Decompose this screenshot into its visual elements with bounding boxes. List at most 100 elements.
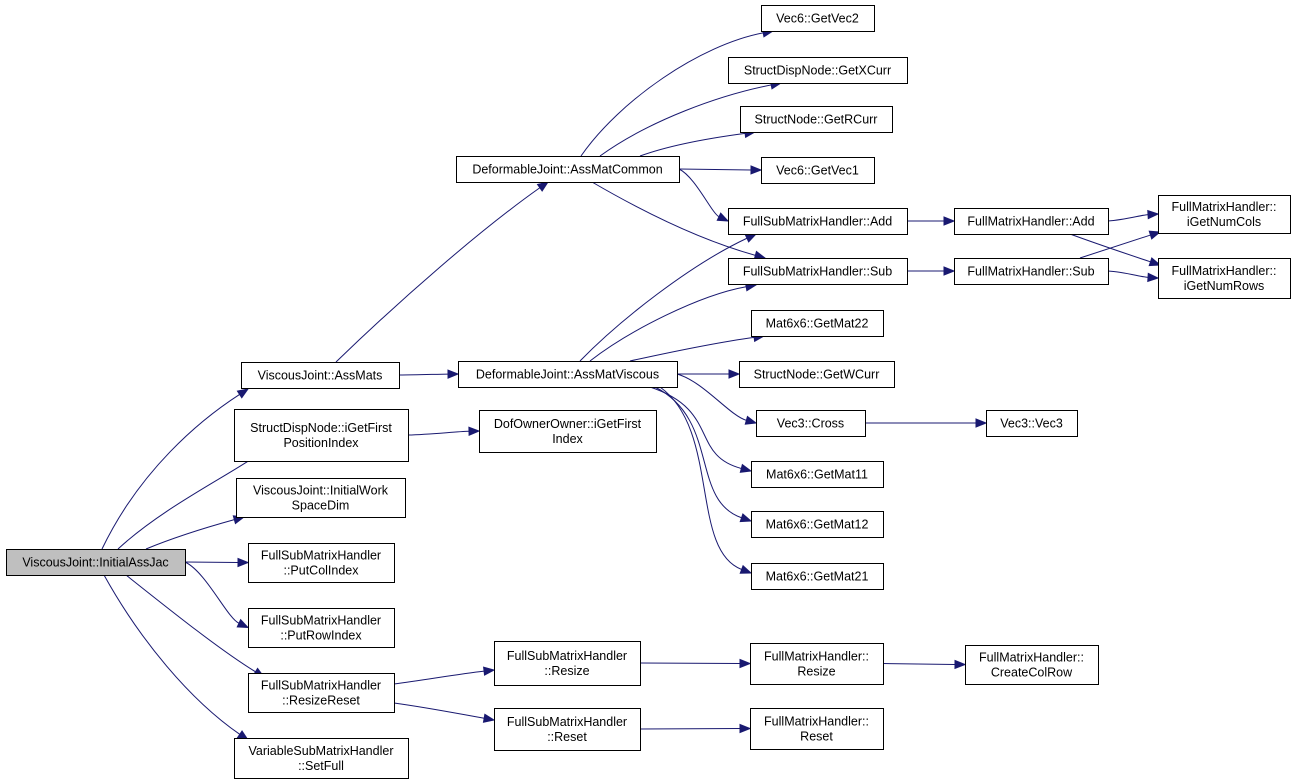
node-label: FullMatrixHandler::: [1172, 264, 1277, 278]
node-box[interactable]: [751, 563, 884, 590]
edge-line: [580, 32, 764, 157]
node-box[interactable]: [751, 461, 884, 488]
node-box[interactable]: [458, 361, 678, 388]
node-resizereset[interactable]: FullSubMatrixHandler::ResizeReset: [248, 673, 395, 713]
node-box[interactable]: [728, 57, 908, 84]
node-fullresize[interactable]: FullMatrixHandler::Resize: [750, 643, 884, 685]
node-box[interactable]: [728, 258, 908, 285]
node-getvec1[interactable]: Vec6::GetVec1: [761, 157, 875, 184]
arrowhead: [1148, 230, 1162, 240]
node-numrows[interactable]: FullMatrixHandler::iGetNumRows: [1158, 258, 1291, 299]
node-box[interactable]: [234, 409, 409, 462]
node-label: DeformableJoint::AssMatViscous: [476, 368, 659, 382]
node-asscommon[interactable]: DeformableJoint::AssMatCommon: [456, 156, 680, 183]
node-box[interactable]: [494, 708, 641, 751]
arrowhead: [744, 415, 758, 425]
arrowhead: [739, 564, 753, 574]
edge-line: [882, 663, 956, 665]
node-getmat21[interactable]: Mat6x6::GetMat21: [751, 563, 884, 590]
arrowhead: [447, 369, 460, 379]
node-box[interactable]: [248, 673, 395, 713]
node-getwcurr[interactable]: StructNode::GetWCurr: [739, 361, 895, 388]
node-box[interactable]: [954, 208, 1109, 235]
node-subreset[interactable]: FullSubMatrixHandler::Reset: [494, 708, 641, 751]
node-box[interactable]: [750, 708, 884, 750]
arrowhead: [943, 216, 956, 226]
node-box[interactable]: [986, 410, 1078, 437]
arrowhead: [236, 618, 250, 629]
node-vec3[interactable]: Vec3::Vec3: [986, 410, 1078, 437]
node-subadd[interactable]: FullSubMatrixHandler::Add: [728, 208, 908, 235]
arrowhead: [750, 165, 763, 175]
node-label: FullMatrixHandler::: [764, 715, 869, 729]
node-box[interactable]: [739, 361, 895, 388]
node-subsub[interactable]: FullSubMatrixHandler::Sub: [728, 258, 908, 285]
node-label: FullMatrixHandler::: [979, 651, 1084, 665]
node-box[interactable]: [241, 362, 400, 389]
node-fulladd[interactable]: FullMatrixHandler::Add: [954, 208, 1109, 235]
edge-fulladd-to-numcols: [1107, 209, 1160, 222]
node-box[interactable]: [494, 641, 641, 686]
node-assviscous[interactable]: DeformableJoint::AssMatViscous: [458, 361, 678, 388]
node-box[interactable]: [248, 608, 395, 648]
edge-line: [393, 670, 485, 685]
node-box[interactable]: [761, 157, 875, 184]
node-label: Vec3::Cross: [777, 417, 844, 431]
node-box[interactable]: [965, 645, 1099, 685]
node-label: ViscousJoint::InitialAssJac: [22, 556, 168, 570]
node-putcol[interactable]: FullSubMatrixHandler::PutColIndex: [248, 543, 395, 583]
node-box[interactable]: [479, 410, 657, 453]
node-box[interactable]: [236, 478, 406, 518]
node-box[interactable]: [750, 643, 884, 685]
node-label: PositionIndex: [283, 436, 359, 450]
node-assmats[interactable]: ViscousJoint::AssMats: [241, 362, 400, 389]
node-box[interactable]: [756, 410, 866, 437]
node-label: Mat6x6::GetMat22: [766, 317, 869, 331]
node-createcolrow[interactable]: FullMatrixHandler::CreateColRow: [965, 645, 1099, 685]
node-setfull[interactable]: VariableSubMatrixHandler::SetFull: [234, 738, 409, 779]
node-label: FullSubMatrixHandler::Add: [743, 215, 892, 229]
node-box[interactable]: [234, 738, 409, 779]
node-getrcurr[interactable]: StructNode::GetRCurr: [740, 106, 893, 133]
node-getmat11[interactable]: Mat6x6::GetMat11: [751, 461, 884, 488]
node-label: FullMatrixHandler::Add: [967, 215, 1094, 229]
node-fullreset[interactable]: FullMatrixHandler::Reset: [750, 708, 884, 750]
node-label: StructNode::GetWCurr: [754, 368, 880, 382]
edge-assviscous-to-subadd: [579, 233, 758, 362]
node-box[interactable]: [1158, 195, 1291, 234]
node-label: DofOwnerOwner::iGetFirst: [494, 417, 642, 431]
arrowhead: [954, 659, 967, 670]
node-label: FullMatrixHandler::: [764, 650, 869, 664]
edge-line: [676, 373, 747, 421]
node-box[interactable]: [728, 208, 908, 235]
node-getvec2[interactable]: Vec6::GetVec2: [761, 5, 875, 32]
node-label: Reset: [800, 730, 833, 744]
node-numcols[interactable]: FullMatrixHandler::iGetNumCols: [1158, 195, 1291, 234]
node-box[interactable]: [456, 156, 680, 183]
node-getmat22[interactable]: Mat6x6::GetMat22: [751, 310, 884, 337]
node-label: ::PutColIndex: [283, 564, 359, 578]
node-box[interactable]: [740, 106, 893, 133]
node-box[interactable]: [761, 5, 875, 32]
node-box[interactable]: [248, 543, 395, 583]
nodes-layer: ViscousJoint::InitialAssJac ViscousJoint:…: [6, 5, 1291, 779]
node-label: Mat6x6::GetMat11: [766, 468, 868, 482]
node-label: ::Reset: [547, 730, 587, 744]
node-box[interactable]: [1158, 258, 1291, 299]
node-fullsub[interactable]: FullMatrixHandler::Sub: [954, 258, 1109, 285]
node-getmat12[interactable]: Mat6x6::GetMat12: [751, 511, 884, 538]
node-root[interactable]: ViscousJoint::InitialAssJac: [6, 549, 186, 576]
node-label: Mat6x6::GetMat21: [766, 570, 869, 584]
node-putrow[interactable]: FullSubMatrixHandler::PutRowIndex: [248, 608, 395, 648]
node-label: StructDispNode::iGetFirst: [250, 421, 392, 435]
node-cross[interactable]: Vec3::Cross: [756, 410, 866, 437]
node-subresize[interactable]: FullSubMatrixHandler::Resize: [494, 641, 641, 686]
node-getxcurr[interactable]: StructDispNode::GetXCurr: [728, 57, 908, 84]
node-box[interactable]: [954, 258, 1109, 285]
node-box[interactable]: [6, 549, 186, 576]
node-box[interactable]: [751, 310, 884, 337]
node-box[interactable]: [751, 511, 884, 538]
